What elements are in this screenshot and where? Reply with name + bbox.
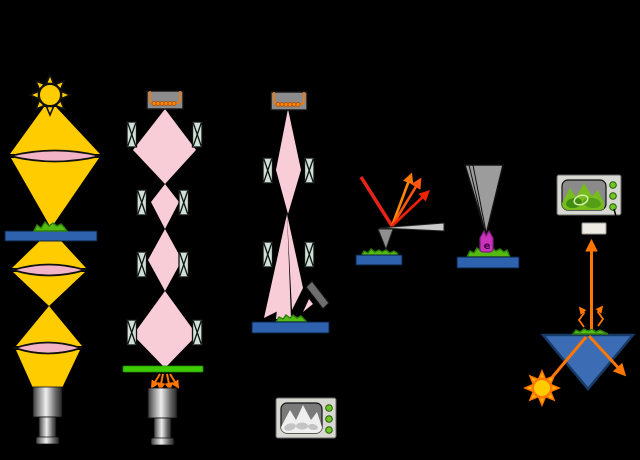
objective-lens	[9, 263, 89, 277]
scan-coil	[303, 241, 315, 268]
excitation-beam	[547, 336, 588, 382]
light-cone-6	[16, 350, 80, 388]
incoming-laser-beam	[359, 176, 394, 227]
scan-coil	[303, 157, 315, 184]
tem-diagram	[122, 90, 204, 446]
em-lens-coil	[178, 251, 190, 278]
light-cone-5	[16, 306, 82, 346]
light-cone-3	[12, 230, 86, 268]
detector-box	[581, 222, 607, 235]
light-cone-1	[10, 107, 100, 154]
electron-label: e	[484, 241, 491, 252]
reflected-laser-arrows	[390, 172, 430, 227]
electron-gun	[270, 91, 308, 111]
signal-wire	[613, 208, 618, 221]
monitor-knobs	[609, 181, 617, 211]
stage	[355, 254, 403, 266]
scan-coil	[262, 241, 274, 268]
cone-edge-line	[468, 164, 486, 233]
cantilever	[379, 222, 445, 232]
electron-gun	[146, 90, 184, 110]
probe-tip	[377, 228, 394, 251]
monitor-knobs	[325, 404, 333, 434]
fluorescence-setup-diagram	[524, 174, 636, 406]
stm-diagram: e	[456, 164, 520, 269]
evanescent-emission-squiggles	[577, 305, 605, 328]
probe-cone	[463, 164, 504, 238]
sem-diagram	[251, 91, 345, 439]
reflected-beam	[587, 334, 627, 377]
light-cone-4	[13, 272, 85, 306]
camera-eyepiece-barrel	[32, 386, 63, 445]
display-monitor	[556, 174, 622, 221]
prism	[540, 333, 636, 391]
specimen	[571, 328, 609, 335]
secondary-electron-signal	[303, 299, 313, 312]
emitted-light-arrows	[150, 373, 180, 392]
electron-beam	[264, 109, 303, 319]
projector-lens	[12, 341, 84, 355]
camera-barrel	[147, 387, 178, 446]
sun-icon	[29, 74, 71, 116]
specimen	[274, 314, 309, 323]
monitor-image-color	[562, 183, 604, 210]
tunneling-electron-cloud	[479, 229, 494, 253]
monitor-image-grayscale	[281, 405, 322, 433]
sun-icon	[524, 370, 560, 406]
stage	[251, 321, 330, 334]
display-monitor	[275, 396, 345, 439]
electron-detector	[305, 280, 330, 310]
em-lens-coil	[136, 189, 148, 216]
afm-diagram	[355, 172, 445, 266]
em-lens-coil	[126, 121, 138, 148]
scan-coil	[262, 157, 274, 184]
em-lens-coil	[191, 319, 203, 346]
condenser-lens	[9, 149, 101, 163]
fluorescent-screen	[122, 365, 204, 373]
em-lens-coil	[191, 121, 203, 148]
electron-beam	[133, 109, 197, 368]
em-lens-coil	[178, 189, 190, 216]
stage	[456, 256, 520, 269]
specimen	[359, 248, 401, 257]
optical-microscope-diagram	[4, 74, 101, 445]
em-lens-coil	[136, 251, 148, 278]
light-cone-2	[11, 158, 99, 228]
cone-edge-line	[472, 164, 487, 233]
specimen	[32, 220, 69, 232]
em-lens-coil	[126, 319, 138, 346]
stage	[4, 230, 98, 242]
